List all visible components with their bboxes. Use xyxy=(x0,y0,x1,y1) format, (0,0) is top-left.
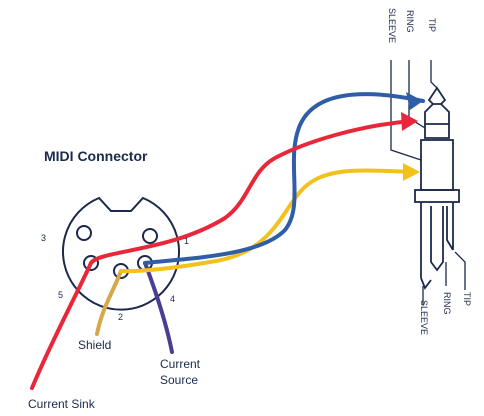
current-source-label-line2: Source xyxy=(160,373,199,387)
red-wire xyxy=(89,119,415,265)
wires xyxy=(30,92,425,390)
plug-collar xyxy=(414,189,460,203)
blue-arrowhead xyxy=(406,92,423,110)
current-source-label-line1: Current xyxy=(160,357,201,371)
current-source-wire xyxy=(143,261,174,354)
plug-tip xyxy=(427,86,447,105)
midi-connector-outline xyxy=(62,196,180,311)
leader-tip-bottom xyxy=(454,251,466,290)
sleeve-label-bottom: SLEEVE xyxy=(419,300,429,336)
current-sink-wire xyxy=(30,261,93,390)
yellow-arrowhead xyxy=(403,163,420,181)
diagram-title: MIDI Connector xyxy=(44,148,148,164)
plug-lug-tip xyxy=(430,206,444,272)
yellow-wire xyxy=(119,168,416,274)
pin-3-label: 3 xyxy=(41,233,47,243)
shield-label: Shield xyxy=(78,338,112,352)
pin-5-label: 5 xyxy=(58,290,64,300)
pin-1-label: 1 xyxy=(184,236,190,246)
arrowheads xyxy=(401,92,423,181)
pin-3-hole xyxy=(76,225,92,241)
trs-plug xyxy=(414,86,460,290)
blue-wire xyxy=(143,92,425,265)
ring-label-bottom: RING xyxy=(442,292,452,315)
shield-wire xyxy=(95,269,123,336)
red-arrowhead xyxy=(401,112,418,131)
leader-lines xyxy=(390,60,466,305)
plug-lug-ring xyxy=(446,206,454,251)
leader-tip-top xyxy=(430,60,438,89)
sleeve-label-top: SLEEVE xyxy=(387,8,397,44)
current-sink-label: Current Sink xyxy=(28,397,95,411)
leader-sleeve-top xyxy=(390,60,422,161)
pin-2-label: 2 xyxy=(118,312,124,322)
tip-label-bottom: TIP xyxy=(462,292,472,307)
ring-label-top: RING xyxy=(405,10,415,33)
pin-4-label: 4 xyxy=(170,294,176,304)
tip-label-top: TIP xyxy=(427,18,437,33)
plug-sleeve xyxy=(420,139,454,191)
plug-ring xyxy=(424,103,450,139)
pin-5-hole xyxy=(83,255,99,271)
pin-1-hole xyxy=(142,228,158,244)
plug-body-bottom xyxy=(420,277,432,290)
